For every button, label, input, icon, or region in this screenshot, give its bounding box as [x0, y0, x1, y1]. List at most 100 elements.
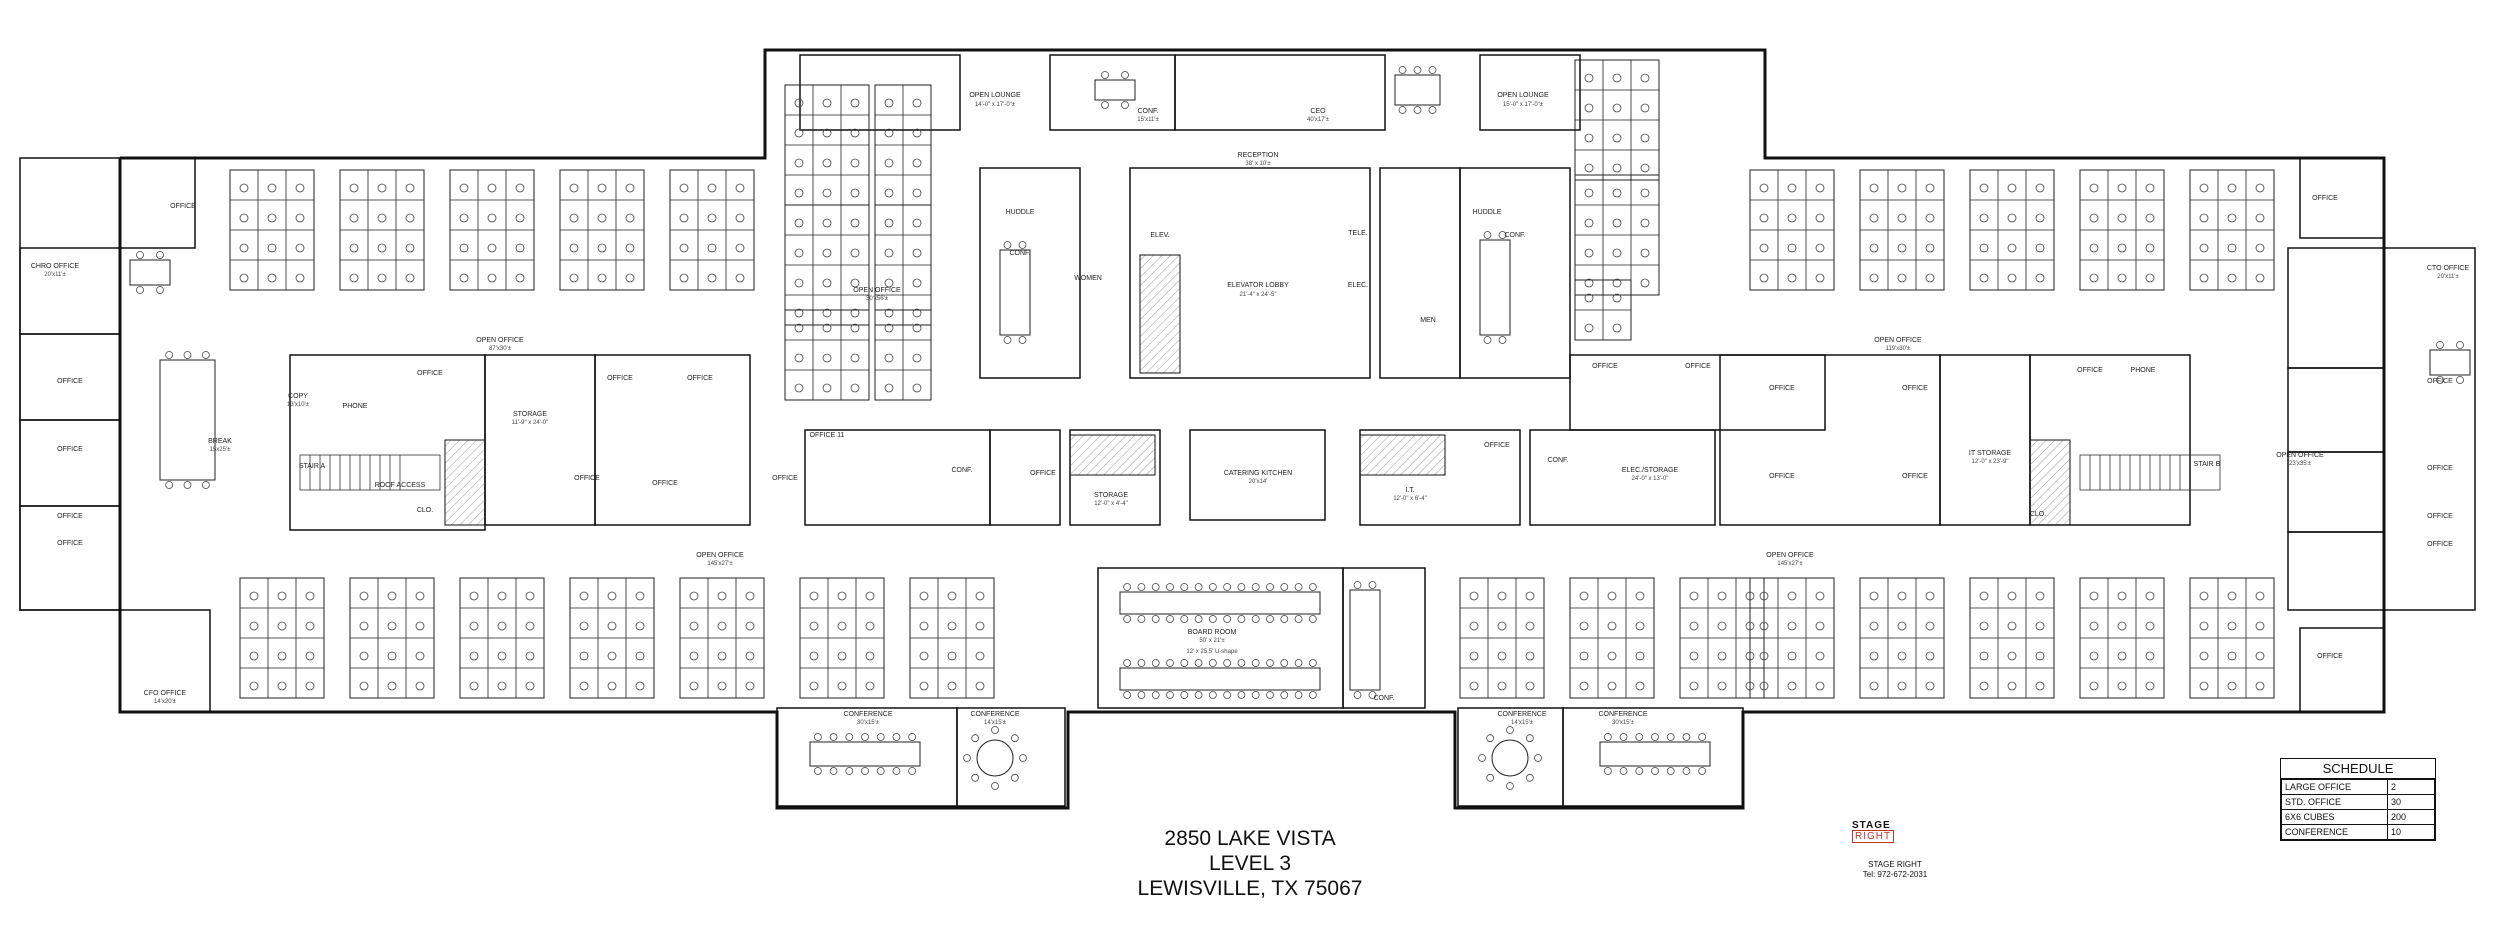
cube-block [1859, 577, 1945, 699]
room-office-c6: OFFICE [772, 475, 798, 482]
room-huddle-right: HUDDLE [1473, 209, 1502, 216]
conf-table-top [1094, 71, 1136, 109]
cube-block [569, 577, 655, 699]
cube-block [784, 204, 870, 326]
room-open-office-right-bottom: OPEN OFFICE [1766, 552, 1814, 559]
cube-block [1574, 279, 1632, 341]
conference-tables [129, 66, 2471, 790]
room-board-room-dim: 50' x 21'± [1199, 638, 1225, 644]
room-open-office-right-top-dim: 119'x30'± [1886, 346, 1912, 352]
room-conf-south-mid: CONF. [1374, 695, 1395, 702]
room-open-lounge-left-dim: 14'-0" x 17'-0"± [975, 102, 1016, 108]
shafts [444, 254, 2071, 526]
schedule-value: 2 [2387, 779, 2435, 795]
room-office-c2: OFFICE [607, 375, 633, 382]
room-open-office-left-top: OPEN OFFICE [476, 337, 524, 344]
cube-block [669, 169, 755, 291]
conf-table-left-core [999, 241, 1031, 344]
room-elevator-lobby-dim: 21'-4" x 24'-5" [1240, 292, 1277, 298]
interior-walls [19, 54, 2385, 807]
room-phone-left: PHONE [343, 403, 368, 410]
schedule-row: 6X6 CUBES 200 [2281, 809, 2435, 825]
room-office-w1: OFFICE [57, 378, 83, 385]
room-office-r5: OFFICE [1769, 473, 1795, 480]
cube-block [1859, 169, 1945, 291]
cube-block [2079, 169, 2165, 291]
room-office-r4: OFFICE [1902, 385, 1928, 392]
room-chro-office: CHRO OFFICE [31, 263, 80, 270]
room-conference-sw2: CONFERENCE [970, 711, 1019, 718]
room-cto-office-dim: 20'x11'± [2437, 274, 2459, 280]
room-roof-access: ROOF ACCESS [375, 482, 426, 489]
room-storage-left-dim: 11'-9" x 24'-0" [512, 420, 548, 426]
address-line-2: LEVEL 3 [1208, 852, 1292, 875]
schedule-row: STD. OFFICE 30 [2281, 794, 2435, 810]
room-stair-a: STAIR A [299, 463, 326, 470]
room-labels: OPEN LOUNGE 14'-0" x 17'-0"± CONF. 15'x1… [31, 92, 2470, 726]
room-conf-mid-right: CONF. [1548, 457, 1569, 464]
room-office-c3: OFFICE [687, 375, 713, 382]
cube-block [1569, 577, 1655, 699]
cube-block [1459, 577, 1545, 699]
schedule-title: SCHEDULE [2281, 759, 2435, 779]
room-storage-left: STORAGE [513, 411, 547, 418]
room-open-lounge-left: OPEN LOUNGE [969, 92, 1021, 99]
schedule-row: LARGE OFFICE 2 [2281, 779, 2435, 795]
company-info: STAGE RIGHT Tel: 972-672-2031 [1850, 860, 1940, 880]
room-office-r7: OFFICE [2077, 367, 2103, 374]
room-cfo-office-dim: 14'x20'± [154, 699, 177, 705]
room-office-c5: OFFICE [652, 480, 678, 487]
room-conference-sw1: CONFERENCE [843, 711, 892, 718]
cube-block [1574, 174, 1660, 296]
room-huddle-left: HUDDLE [1006, 209, 1035, 216]
cube-block [1969, 577, 2055, 699]
room-catering-kitchen: CATERING KITCHEN [1224, 470, 1292, 477]
room-office-w3: OFFICE [57, 513, 83, 520]
room-cfo-office: CFO OFFICE [144, 690, 187, 697]
room-office-nw: OFFICE [170, 203, 196, 210]
room-open-office-left-bottom: OPEN OFFICE [696, 552, 744, 559]
conf-table-south-mid [1349, 581, 1381, 699]
conf-table-se2 [1599, 733, 1711, 775]
cube-block [459, 577, 545, 699]
room-open-lounge-right-dim: 15'-0" x 17'-0"± [1503, 102, 1544, 108]
round-conf-table [963, 726, 1027, 790]
room-elev: ELEV. [1150, 232, 1169, 239]
room-office-r6: OFFICE [1902, 473, 1928, 480]
room-elec-storage: ELEC./STORAGE [1622, 467, 1679, 474]
room-conf-left-core: CONF. [1010, 250, 1031, 257]
room-reception: RECEPTION [1238, 152, 1279, 159]
schedule-label: CONFERENCE [2281, 824, 2388, 840]
room-women: WOMEN [1074, 275, 1102, 282]
cto-table [2429, 341, 2471, 384]
room-clo-left: CLO. [417, 507, 433, 514]
room-conference-se1: CONFERENCE [1497, 711, 1546, 718]
room-ceo-dim: 40'x17'± [1307, 117, 1330, 123]
room-cto-office: CTO OFFICE [2427, 265, 2470, 272]
logo-text-right: RIGHT [1852, 830, 1895, 843]
cube-block [784, 84, 870, 206]
room-storage-mid: STORAGE [1094, 492, 1128, 499]
room-conf-top-dim: 15'x11'± [1137, 117, 1159, 123]
conf-table-right-core [1479, 231, 1511, 344]
schedule-value: 30 [2387, 794, 2435, 810]
room-catering-kitchen-dim: 20'x14' [1249, 479, 1268, 485]
cube-block [449, 169, 535, 291]
board-table-top [1119, 583, 1321, 623]
room-office-e2: OFFICE [2427, 465, 2453, 472]
room-chro-office-dim: 20'x11'± [44, 272, 66, 278]
schedule-table: SCHEDULE LARGE OFFICE 2 STD. OFFICE 30 6… [2280, 758, 2436, 841]
room-office-c8: OFFICE [1484, 442, 1510, 449]
room-open-office-center-dim: 30'x56'± [866, 296, 889, 302]
room-office-c1: OFFICE [417, 370, 443, 377]
room-conference-sw2-dim: 14'x15'± [984, 720, 1007, 726]
schedule-label: STD. OFFICE [2281, 794, 2388, 810]
cube-block [1749, 577, 1835, 699]
cube-block [909, 577, 995, 699]
room-office-r2: OFFICE [1685, 363, 1711, 370]
address-line-3: LEWISVILLE, TX 75067 [1137, 877, 1363, 900]
room-board-room-table: 12' x 25.5' U-shape [1186, 649, 1238, 655]
room-office-e1: OFFICE [2427, 378, 2453, 385]
address-block: 2850 LAKE VISTA LEVEL 3 LEWISVILLE, TX 7… [1100, 826, 1400, 901]
room-office-c7: OFFICE [1030, 470, 1056, 477]
